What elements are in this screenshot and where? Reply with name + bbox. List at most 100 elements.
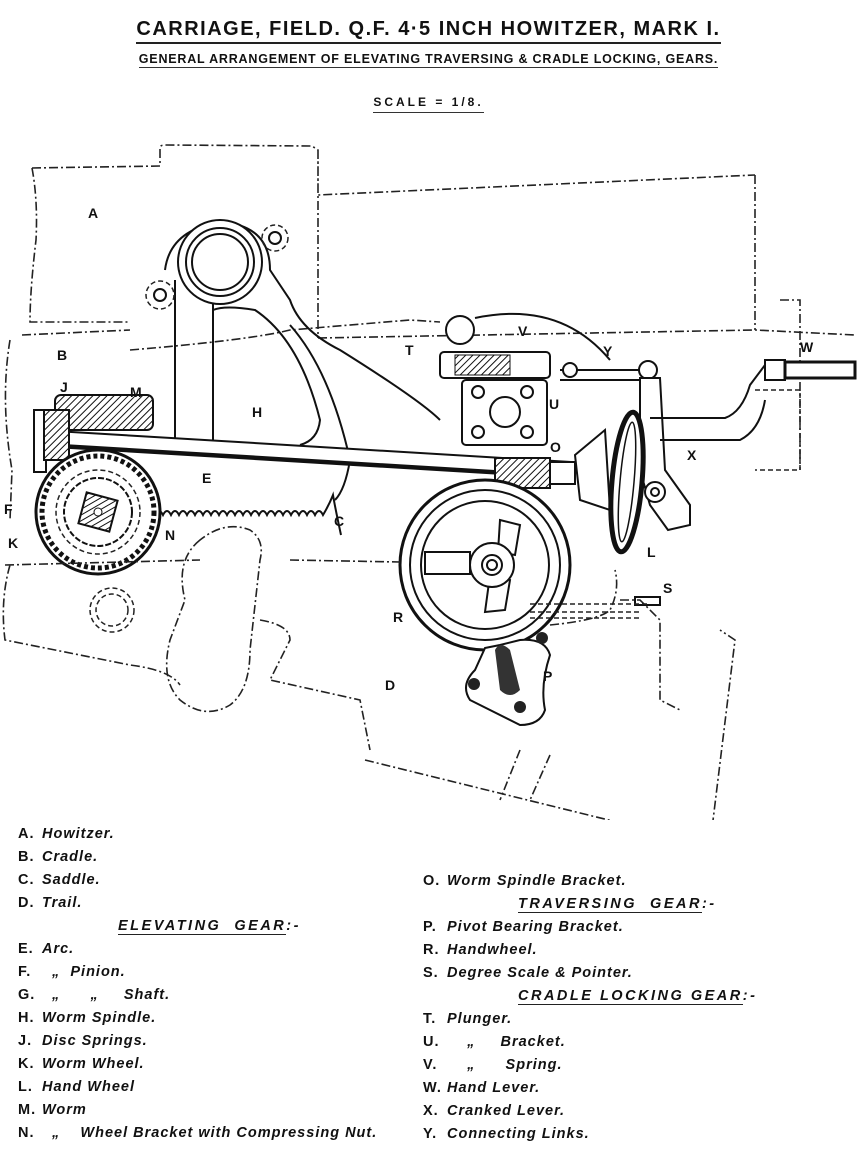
label-S: S xyxy=(663,580,672,596)
legend-section-heading: ELEVATING GEAR:- xyxy=(18,915,418,938)
label-D: D xyxy=(385,677,395,693)
legend-item: L.Hand Wheel xyxy=(18,1076,418,1099)
legend-description: Worm Wheel. xyxy=(42,1056,145,1072)
legend-description: „ Bracket. xyxy=(447,1034,566,1050)
legend-item: S.Degree Scale & Pointer. xyxy=(423,962,843,985)
legend-item: B. Cradle. xyxy=(18,846,418,869)
legend-description: Disc Springs. xyxy=(42,1033,148,1049)
cradle-locking-unit xyxy=(439,312,611,446)
worm-wheel-and-pinion xyxy=(34,448,162,576)
drawing-title-text: CARRIAGE, FIELD. Q.F. 4·5 INCH HOWITZER,… xyxy=(136,18,721,44)
legend-key: E. xyxy=(18,941,34,957)
label-F: F xyxy=(4,501,13,517)
worm-spindle-bracket xyxy=(494,427,612,512)
legend-key: K. xyxy=(18,1056,35,1072)
label-L: L xyxy=(647,544,656,560)
legend-item: K. Worm Wheel. xyxy=(18,1053,418,1076)
label-M: M xyxy=(130,384,142,400)
legend-description: Howitzer. xyxy=(42,826,115,842)
section-heading-text: TRAVERSING GEAR xyxy=(518,896,702,913)
legend-description: Pivot Bearing Bracket. xyxy=(447,919,624,935)
legend-description: Worm Spindle. xyxy=(42,1010,157,1026)
saddle-part xyxy=(145,219,441,501)
legend-key: W. xyxy=(423,1080,442,1096)
legend-right-column: O.Worm Spindle Bracket.TRAVERSING GEAR:-… xyxy=(423,870,843,1146)
legend-left-column: A.Howitzer.B.Cradle.C.Saddle.D.Trail.ELE… xyxy=(18,823,418,1145)
elevating-arc xyxy=(154,491,342,536)
legend-description: Hand Lever. xyxy=(447,1080,541,1096)
legend-description: Connecting Links. xyxy=(447,1126,590,1142)
legend-item: M. Worm xyxy=(18,1099,418,1122)
traversing-handwheel xyxy=(398,478,572,652)
label-H: H xyxy=(252,404,262,420)
section-heading-suffix: :- xyxy=(701,896,717,912)
label-P: P xyxy=(543,668,552,684)
legend-key: B. xyxy=(18,849,35,865)
legend-key: T. xyxy=(423,1011,437,1027)
legend-key: Y. xyxy=(423,1126,438,1142)
label-U: U xyxy=(549,396,559,412)
legend-item: P.Pivot Bearing Bracket. xyxy=(423,916,843,939)
legend-key: F. xyxy=(18,964,32,980)
howitzer-outline xyxy=(29,144,856,339)
label-J: J xyxy=(60,379,68,395)
connecting-links xyxy=(560,360,658,381)
label-T: T xyxy=(405,342,414,358)
drawing-title: CARRIAGE, FIELD. Q.F. 4·5 INCH HOWITZER,… xyxy=(0,18,857,44)
legend-description: „ Pinion. xyxy=(42,964,126,980)
label-B: B xyxy=(57,347,67,363)
legend-description: Worm xyxy=(42,1102,87,1118)
legend-key: N. xyxy=(18,1125,35,1141)
legend-key: J. xyxy=(18,1033,33,1049)
section-heading-suffix: :- xyxy=(286,918,301,934)
legend-description: Degree Scale & Pointer. xyxy=(447,965,633,981)
legend-section-heading: CRADLE LOCKING GEAR:- xyxy=(423,985,843,1008)
cranked-lever xyxy=(639,364,766,532)
legend-description: „ Spring. xyxy=(447,1057,563,1073)
legend-key: G. xyxy=(18,987,36,1003)
degree-scale-pointer xyxy=(530,596,661,619)
label-C: C xyxy=(334,513,344,529)
scale-note-text: SCALE = 1/8. xyxy=(373,95,484,113)
legend-key: O. xyxy=(423,873,441,889)
legend-key: A. xyxy=(18,826,35,842)
hand-lever xyxy=(755,359,857,471)
label-R: R xyxy=(393,609,403,625)
legend-item: T. Plunger. xyxy=(423,1008,843,1031)
legend-item: G. „ „ Shaft. xyxy=(18,984,418,1007)
elevating-handwheel xyxy=(608,409,646,555)
legend-item: D.Trail. xyxy=(18,892,418,915)
legend-item: H.Worm Spindle. xyxy=(18,1007,418,1030)
pivot-bearing-bracket xyxy=(465,632,552,727)
label-A: A xyxy=(88,205,98,221)
legend-item: U. „ Bracket. xyxy=(423,1031,843,1054)
legend-item: X. Cranked Lever. xyxy=(423,1100,843,1123)
legend-item: F. „ Pinion. xyxy=(18,961,418,984)
label-E: E xyxy=(202,470,211,486)
legend-item: V. „ Spring. xyxy=(423,1054,843,1077)
section-heading-suffix: :- xyxy=(742,988,758,1004)
legend-description: Cranked Lever. xyxy=(447,1103,565,1119)
legend-item: R. Handwheel. xyxy=(423,939,843,962)
legend-description: Arc. xyxy=(42,941,75,957)
label-Y: Y xyxy=(603,343,613,359)
legend-key: C. xyxy=(18,872,35,888)
worm-housing xyxy=(33,394,154,473)
technical-drawing: A B C D E F H J K L M N O P R S T U V W … xyxy=(2,144,857,820)
legend-key: X. xyxy=(423,1103,439,1119)
legend-item: N. „ Wheel Bracket with Compressing Nut. xyxy=(18,1122,418,1145)
legend-description: Handwheel. xyxy=(447,942,538,958)
label-K: K xyxy=(8,535,18,551)
legend-description: Cradle. xyxy=(42,849,99,865)
legend-key: M. xyxy=(18,1102,37,1118)
legend-key: R. xyxy=(423,942,440,958)
cradle-outline xyxy=(4,299,801,521)
trail-outline xyxy=(2,525,736,820)
legend-description: Saddle. xyxy=(42,872,101,888)
drawing-subtitle-text: GENERAL ARRANGEMENT OF ELEVATING TRAVERS… xyxy=(138,52,719,68)
legend-description: Plunger. xyxy=(447,1011,513,1027)
legend-description: Hand Wheel xyxy=(42,1079,135,1095)
section-heading-text: ELEVATING GEAR xyxy=(118,918,287,935)
legend-key: D. xyxy=(18,895,35,911)
legend-item: J. Disc Springs. xyxy=(18,1030,418,1053)
